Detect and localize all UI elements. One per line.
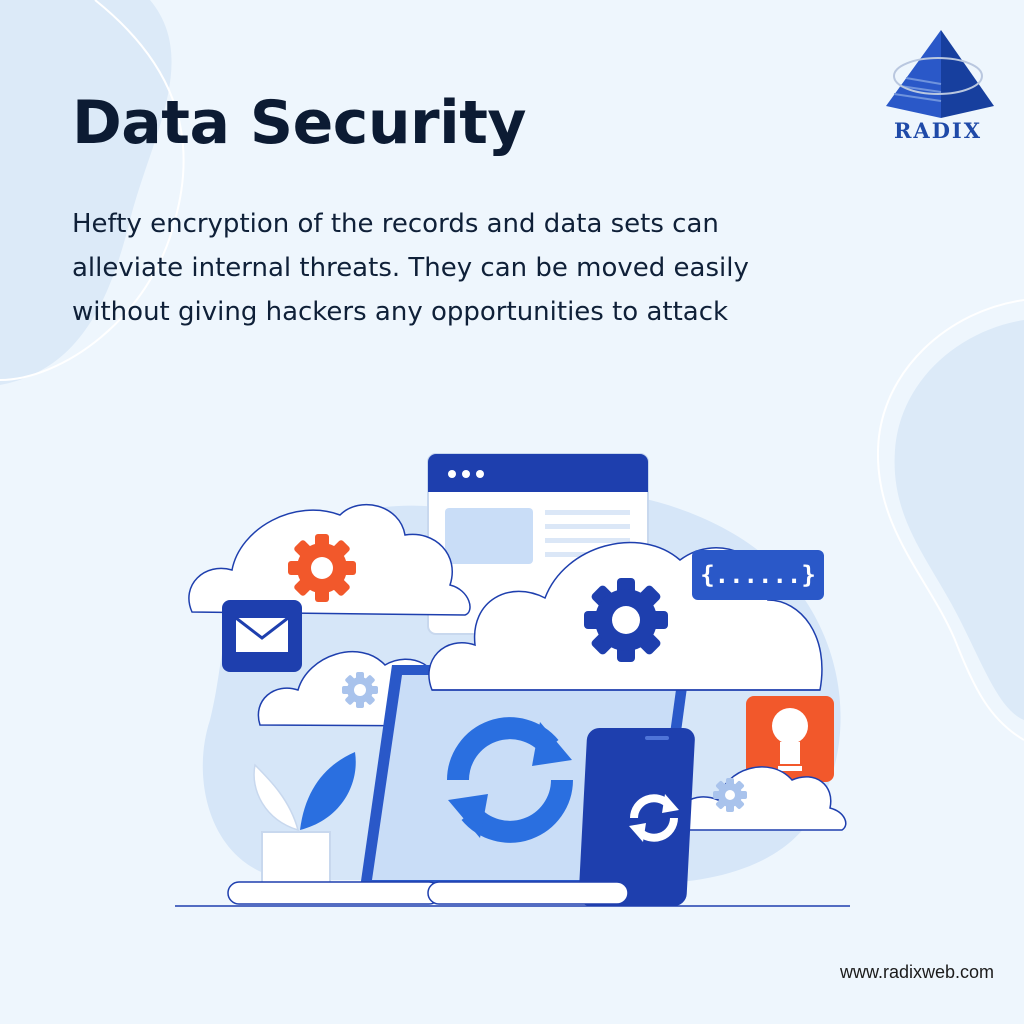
top-left-blob-outline bbox=[0, 0, 185, 381]
top-left-blob bbox=[0, 0, 172, 385]
radix-logo bbox=[886, 30, 994, 118]
gear-icon bbox=[584, 578, 668, 662]
right-blob bbox=[894, 320, 1024, 720]
base-platforms bbox=[227, 881, 629, 905]
logo-pyramid-left bbox=[886, 30, 941, 118]
lightbulb-icon bbox=[746, 696, 834, 782]
page-title: Data Security bbox=[72, 88, 527, 158]
logo-wordmark: RADIX bbox=[893, 118, 983, 143]
description-line: without giving hackers any opportunities… bbox=[72, 297, 729, 327]
sync-icon bbox=[629, 794, 679, 842]
logo-stripes bbox=[893, 77, 942, 102]
sync-icon bbox=[447, 717, 573, 843]
cloud-security-illustration: {......} bbox=[175, 453, 850, 907]
description-line: Hefty encryption of the records and data… bbox=[72, 209, 719, 239]
plant-icon bbox=[253, 752, 356, 885]
description: Hefty encryption of the records and data… bbox=[72, 202, 872, 334]
envelope-icon bbox=[222, 600, 302, 672]
cloud-icon bbox=[675, 766, 847, 831]
website-url[interactable]: www.radixweb.com bbox=[839, 962, 994, 982]
description-line: alleviate internal threats. They can be … bbox=[72, 253, 749, 283]
gear-icon bbox=[288, 534, 356, 602]
right-blob-outline bbox=[876, 299, 1024, 741]
logo-orbit-ring bbox=[893, 57, 983, 95]
logo-pyramid-right bbox=[941, 30, 994, 118]
code-badge: {......} bbox=[692, 550, 824, 600]
code-badge-text: {......} bbox=[700, 561, 816, 589]
gear-icon bbox=[342, 672, 378, 708]
gear-icon bbox=[713, 778, 747, 812]
